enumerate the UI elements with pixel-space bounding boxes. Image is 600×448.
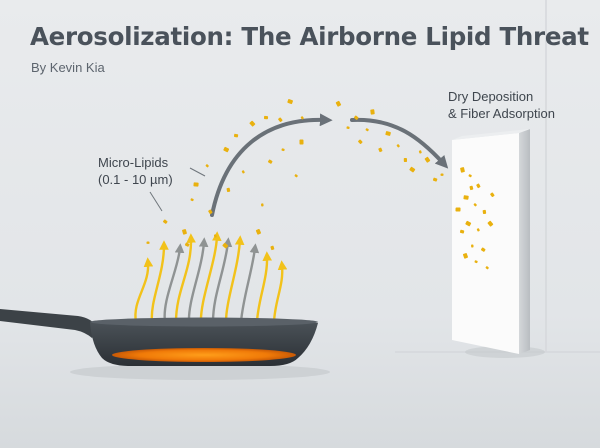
vapor-arrow-icon	[163, 243, 185, 324]
particles	[146, 99, 495, 270]
particle-icon	[455, 207, 461, 212]
particle-icon	[396, 144, 400, 148]
pan-rim	[90, 317, 318, 327]
particle-icon	[409, 166, 416, 173]
wall-panel-icon	[452, 129, 545, 358]
heat-arrow-icon	[255, 251, 273, 324]
micro-lipids-label-line2: (0.1 - 10 µm)	[98, 172, 173, 187]
particle-icon	[182, 229, 187, 235]
deposition-label-line2: & Fiber Adsorption	[448, 106, 555, 121]
particle-icon	[287, 99, 293, 105]
particle-icon	[358, 139, 363, 144]
heat-arrow-icon	[150, 240, 169, 324]
particle-icon	[468, 174, 472, 178]
particle-icon	[281, 148, 285, 152]
particle-icon	[294, 174, 298, 178]
heat-arrow-icon	[174, 233, 196, 324]
particle-icon	[222, 242, 229, 249]
particle-icon	[463, 195, 469, 200]
particle-icon	[487, 220, 494, 227]
particle-icon	[460, 167, 465, 173]
deposition-label: Dry Deposition & Fiber Adsorption	[448, 88, 555, 122]
particle-icon	[476, 228, 480, 232]
micro-lipids-label-line1: Micro-Lipids	[98, 155, 169, 170]
particle-icon	[365, 128, 369, 132]
particle-icon	[465, 220, 472, 227]
particle-icon	[226, 187, 231, 193]
particle-icon	[263, 115, 269, 120]
particle-icon	[205, 164, 209, 168]
heat-arrows	[134, 231, 288, 324]
particle-icon	[370, 109, 375, 115]
particle-icon	[208, 209, 213, 215]
particle-icon	[485, 266, 489, 270]
particle-icon	[462, 253, 468, 259]
particle-icon	[354, 115, 359, 120]
particle-icon	[261, 203, 264, 207]
particle-icon	[418, 150, 422, 154]
trajectory-arrows	[210, 113, 449, 217]
particle-icon	[255, 228, 262, 235]
particle-icon	[163, 219, 168, 224]
particle-icon	[233, 133, 239, 138]
particle-icon	[213, 234, 217, 238]
vapor-arrow-icon	[211, 237, 233, 324]
heat-arrow-icon	[224, 235, 245, 324]
vapor-arrow-icon	[239, 243, 260, 324]
page-title: Aerosolization: The Airborne Lipid Threa…	[30, 22, 589, 51]
particle-icon	[249, 120, 256, 127]
particle-icon	[471, 244, 474, 248]
particle-icon	[490, 192, 495, 198]
heat-arrow-icon	[199, 231, 222, 324]
pointer-lines	[149, 167, 206, 212]
particle-icon	[299, 139, 304, 145]
byline: By Kevin Kia	[31, 60, 105, 75]
particle-icon	[335, 100, 342, 107]
deposition-label-line1: Dry Deposition	[448, 89, 534, 104]
particle-icon	[193, 182, 199, 187]
oil-glow	[112, 348, 296, 362]
particle-icon	[270, 245, 275, 251]
particle-icon	[474, 260, 478, 264]
particle-icon	[267, 159, 273, 164]
particle-icon	[378, 147, 383, 153]
particle-icon	[469, 185, 474, 191]
particle-icon	[184, 242, 190, 247]
trajectory-arrow-icon	[210, 113, 333, 217]
particle-icon	[300, 116, 304, 120]
particle-icon	[482, 209, 487, 215]
particle-icon	[278, 117, 283, 122]
heat-arrow-icon	[272, 260, 288, 324]
particle-icon	[432, 177, 438, 182]
particle-icon	[223, 146, 230, 153]
frying-pan-icon	[0, 309, 330, 380]
particle-icon	[403, 157, 408, 163]
particle-icon	[440, 173, 444, 176]
vapor-arrow-icon	[187, 237, 209, 324]
particle-icon	[146, 241, 150, 244]
particle-icon	[424, 156, 431, 163]
particle-icon	[476, 183, 481, 189]
particle-icon	[385, 131, 391, 136]
particle-icon	[190, 198, 194, 202]
heat-arrow-icon	[134, 257, 154, 324]
micro-lipids-label: Micro-Lipids (0.1 - 10 µm)	[98, 154, 173, 188]
particle-icon	[459, 229, 465, 234]
particle-icon	[346, 126, 350, 130]
particle-icon	[241, 170, 245, 174]
pan-handle	[0, 309, 98, 338]
particle-icon	[473, 203, 477, 207]
trajectory-arrow-icon	[350, 117, 449, 169]
particle-icon	[480, 247, 486, 252]
